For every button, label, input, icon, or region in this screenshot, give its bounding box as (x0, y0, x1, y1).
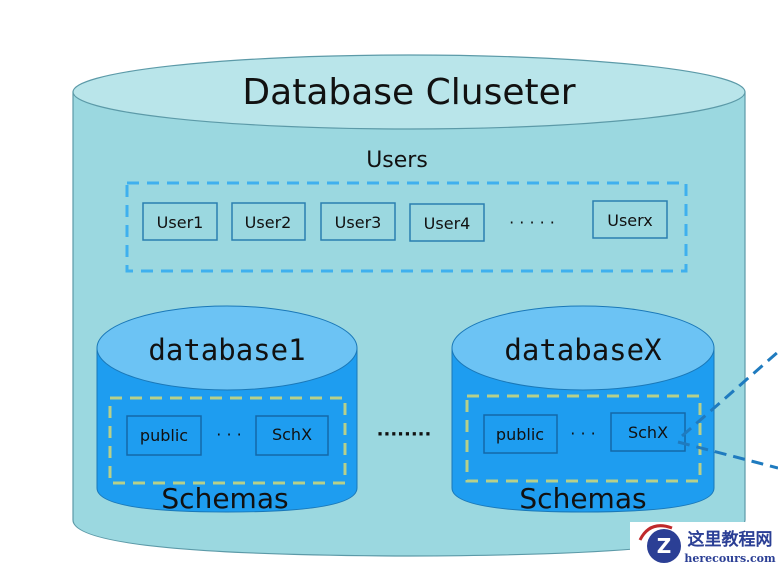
svg-text:User1: User1 (157, 213, 204, 232)
users-label: Users (366, 148, 428, 173)
database-name: databaseX (504, 333, 662, 367)
user-box: User3 (320, 202, 396, 241)
schemas-label: Schemas (161, 482, 288, 515)
svg-text:User4: User4 (424, 214, 471, 233)
svg-text:User2: User2 (245, 213, 292, 232)
watermark-cn: 这里教程网 (688, 529, 773, 550)
users-ellipsis: · · · · · (509, 213, 555, 232)
svg-text:User3: User3 (335, 213, 382, 232)
user-box: User4 (409, 203, 485, 242)
link-line (681, 350, 778, 438)
link-line (677, 440, 778, 470)
schemas-ellipsis: · · · (216, 425, 241, 444)
user-box: Userx (592, 200, 668, 239)
between-databases-ellipsis: ········ (377, 424, 432, 445)
schema-public: public (496, 425, 544, 444)
database-cylinder: database1 public · · · SchX Schemas (96, 305, 358, 515)
database-cylinder: databaseX public · · · SchX Schemas (451, 305, 715, 515)
schema-schx: SchX (272, 425, 312, 444)
svg-text:Userx: Userx (607, 211, 653, 230)
user-box: User1 (142, 202, 218, 241)
cluster-title: Database Cluseter (242, 72, 575, 113)
schemas-label: Schemas (519, 482, 646, 515)
watermark-en: herecours.com (684, 552, 776, 565)
schema-public: public (140, 426, 188, 445)
schema-schx: SchX (628, 423, 668, 442)
database-name: database1 (148, 333, 305, 367)
user-box: User2 (231, 202, 306, 241)
schemas-ellipsis: · · · (570, 424, 595, 443)
users-group (125, 181, 688, 273)
svg-text:Z: Z (657, 534, 672, 558)
watermark-logo: Z 这里教程网 herecours.com (630, 522, 778, 568)
